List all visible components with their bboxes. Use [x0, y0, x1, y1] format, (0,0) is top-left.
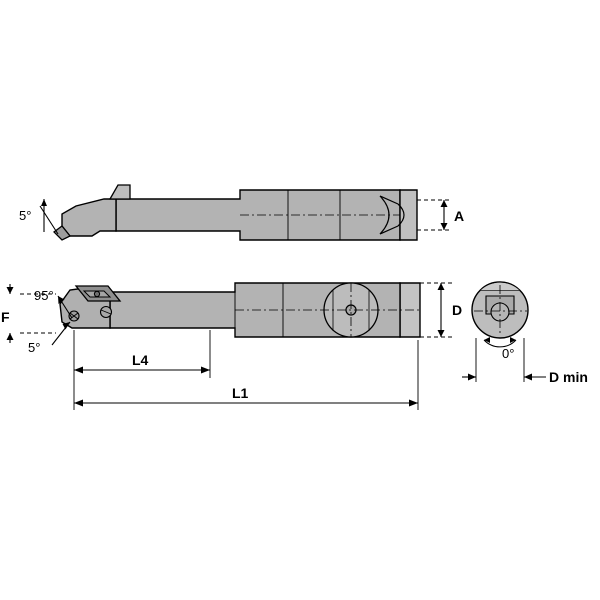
top-view-angle-leader	[39, 205, 59, 235]
dim-f-arrow-lower	[6, 333, 14, 340]
angle-95-arrow	[58, 296, 65, 304]
end-view: 0° D min	[462, 281, 588, 385]
dim-a-arrow-top	[440, 200, 448, 207]
dim-l4-arrow-right	[201, 366, 210, 374]
dim-f-arrow-upper	[6, 287, 14, 294]
angle-zero-arrow-left	[484, 337, 490, 343]
length-dimensions: L4 L1	[73, 330, 419, 410]
nose-detail-line-2	[69, 312, 79, 320]
top-view: 5° A	[19, 184, 464, 241]
dim-a-arrow-bottom	[440, 223, 448, 230]
dim-l4-label: L4	[132, 352, 149, 368]
dim-d-arrow-bottom	[437, 330, 445, 337]
clamp-screw-slot	[100, 309, 112, 315]
top-view-nose	[53, 225, 72, 241]
dim-l1-arrow-right	[409, 399, 418, 407]
dim-a-label: A	[454, 208, 464, 224]
insert-screw	[93, 290, 101, 298]
dim-dmin-label: D min	[549, 369, 588, 385]
angle-lead-label: 95°	[34, 288, 54, 303]
side-view: 95° 5° F D	[1, 282, 462, 355]
top-view-insert-flag	[108, 184, 131, 200]
top-view-rear-arc-inner	[397, 203, 405, 227]
top-view-rear-cap	[399, 189, 418, 241]
dim-l1-label: L1	[232, 385, 249, 401]
dim-d-arrow-top	[437, 283, 445, 290]
dim-l4-arrow-left	[74, 366, 83, 374]
angle-zero-label: 0°	[502, 346, 514, 361]
dim-f-label: F	[1, 309, 10, 325]
top-view-angle-arrow	[41, 199, 47, 206]
angle-5-arrow	[62, 322, 70, 330]
dim-dmin-arrow-right	[524, 373, 532, 381]
top-view-head	[61, 198, 117, 237]
angle-zero-arc	[483, 339, 517, 348]
top-view-rear-line-lower	[379, 225, 399, 235]
angle-zero-arrow-right	[510, 337, 516, 343]
angle-top-left-label: 5°	[19, 208, 31, 223]
dim-l1-arrow-left	[74, 399, 83, 407]
top-view-rear-line-upper	[379, 195, 399, 205]
angle-clearance-label: 5°	[28, 340, 40, 355]
dim-dmin-arrow-left	[468, 373, 476, 381]
dim-d-label: D	[452, 302, 462, 318]
